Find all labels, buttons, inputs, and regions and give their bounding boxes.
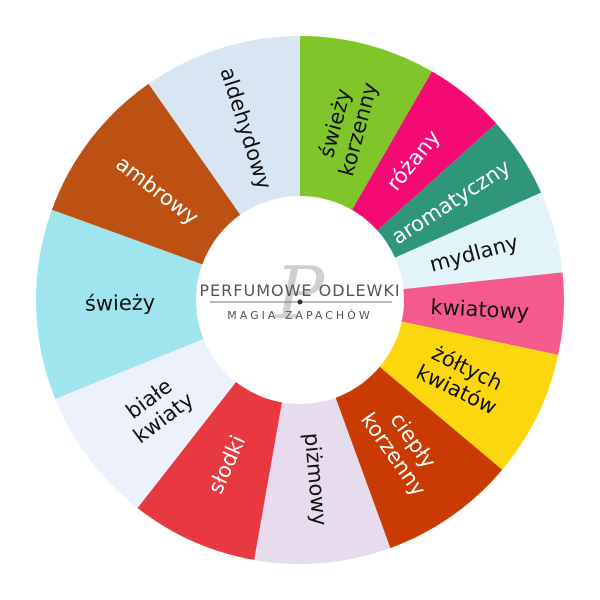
- wheel-segment-slodki: [137, 378, 283, 560]
- wheel-label-swiezy: świeży: [85, 291, 156, 316]
- wheel-segment-aromatyczny: [374, 123, 542, 260]
- logo-dot: [297, 299, 303, 305]
- wheel-label-swiezy-korzenny: świeżykorzenny: [311, 74, 382, 179]
- wheel-segment-pizmowy: [254, 393, 391, 564]
- wheel-segment-rozany: [350, 71, 497, 234]
- brand-logo: P PERFUMOWE ODLEWKI MAGIA ZAPACHÓW: [199, 251, 400, 335]
- wheel-segment-mydlany: [391, 192, 563, 290]
- wheel-segment-aldehydowy: [148, 36, 300, 219]
- wheel-segment-ambrowy: [51, 83, 243, 266]
- wheel-segment-swiezy: [36, 209, 208, 399]
- wheel-label-kwiatowy: kwiatowy: [430, 295, 530, 324]
- wheel-segment-zoltych-kwiatow: [376, 320, 559, 470]
- wheel-segment-cieply-korzenny: [334, 364, 503, 549]
- logo-line-1: PERFUMOWE ODLEWKI: [199, 281, 400, 300]
- logo-line-2: MAGIA ZAPACHÓW: [227, 309, 372, 322]
- logo-monogram: P: [274, 251, 326, 335]
- wheel-segment-swiezy-korzenny: [300, 36, 432, 214]
- wheel-segment-biale-kwiaty: [55, 337, 239, 509]
- wheel-segment-kwiatowy: [397, 272, 564, 355]
- wheel-segments: [36, 36, 564, 564]
